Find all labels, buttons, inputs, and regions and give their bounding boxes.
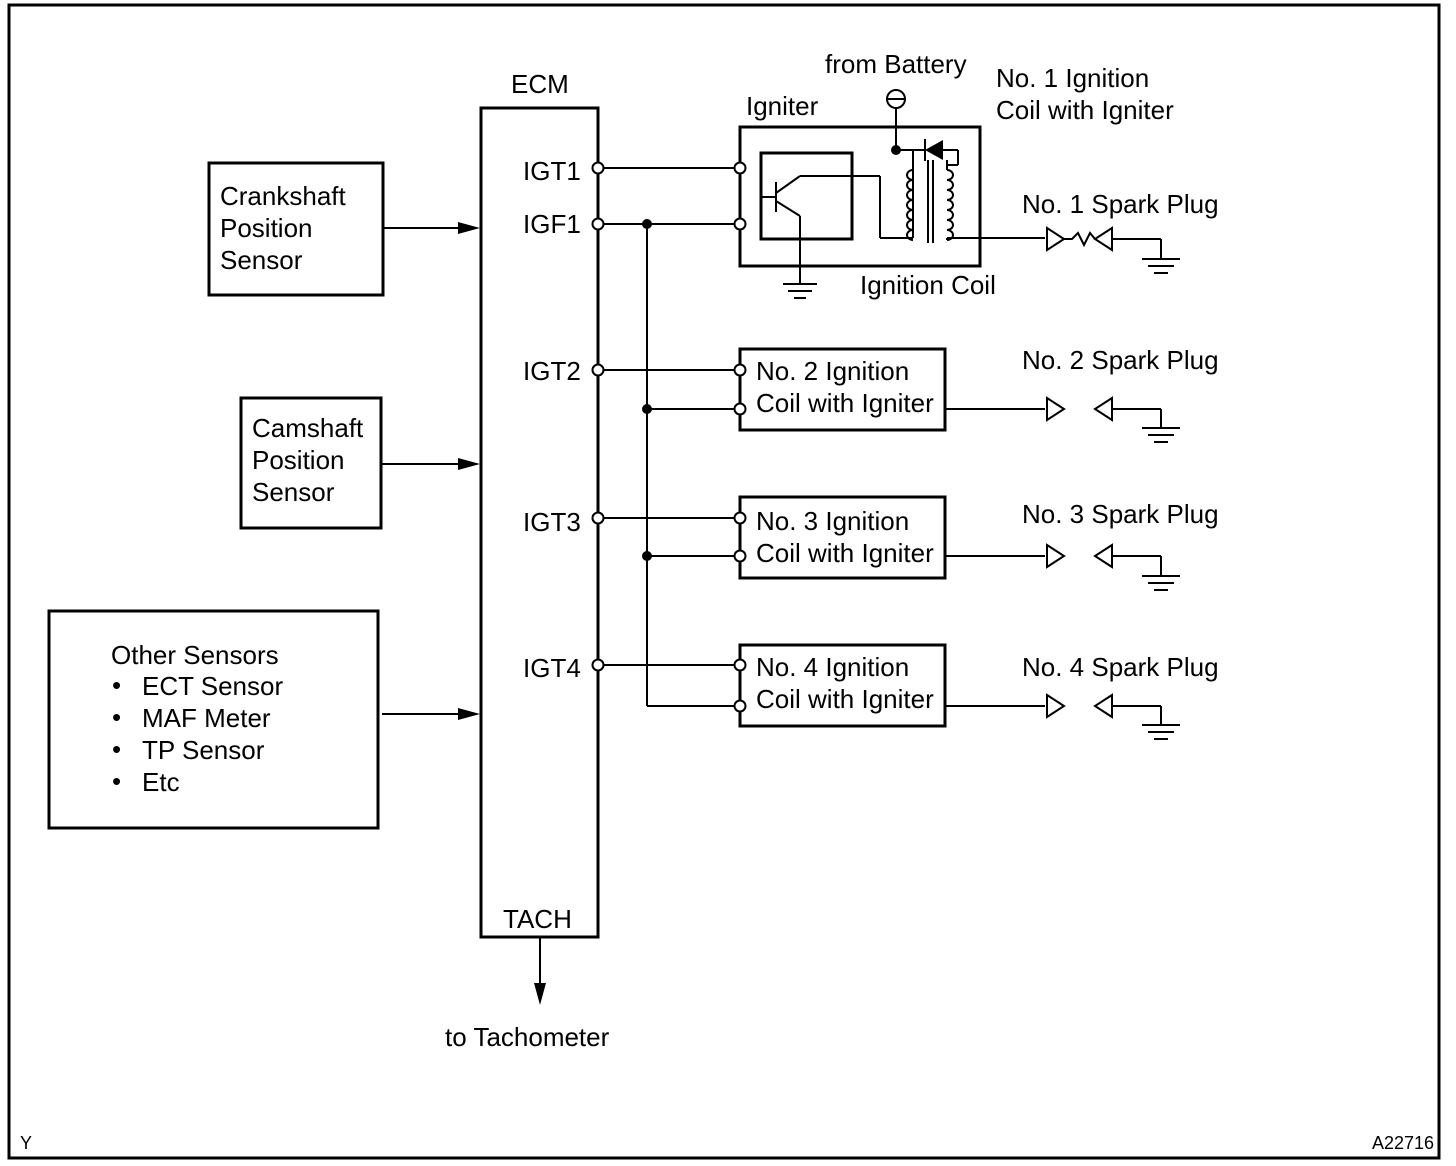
spark-plug-2: No. 2 Spark Plug	[1022, 345, 1219, 443]
ecm-pin-igt2: IGT2	[523, 356, 581, 386]
ecm-pin-igt1: IGT1	[523, 156, 581, 186]
crankshaft-sensor: Crankshaft Position Sensor	[207, 161, 385, 297]
coil2-label-line2: Coil with Igniter	[756, 388, 934, 418]
bullet-icon: •	[112, 670, 121, 700]
other-sensor-maf: MAF Meter	[142, 703, 271, 733]
coil3-label-line2: Coil with Igniter	[756, 538, 934, 568]
ground-icon	[783, 265, 817, 299]
spark-gap-icon	[1093, 396, 1113, 422]
spark-gap-icon	[1046, 226, 1066, 252]
other-sensors-signal-arrow	[382, 708, 480, 720]
junction-dot	[642, 404, 652, 414]
coil4-label-line2: Coil with Igniter	[756, 684, 934, 714]
camshaft-label-line1: Camshaft	[252, 413, 364, 443]
diagram-frame	[7, 3, 1441, 1160]
spark-plug-3: No. 3 Spark Plug	[1022, 499, 1219, 591]
crankshaft-label-line3: Sensor	[220, 245, 303, 275]
coil4-label-line1: No. 4 Ignition	[756, 652, 909, 682]
battery-terminal-icon	[886, 89, 906, 109]
ecm-title: ECM	[511, 69, 569, 99]
spark-plug-4: No. 4 Spark Plug	[1022, 652, 1219, 740]
other-sensor-tp: TP Sensor	[142, 735, 265, 765]
battery-label: from Battery	[825, 49, 967, 79]
bullet-icon: •	[112, 766, 121, 796]
diode-icon	[896, 139, 959, 166]
spark-gap-icon	[1046, 543, 1066, 569]
coil4-assembly: No. 4 Ignition Coil with Igniter	[733, 643, 1045, 728]
junction-dot	[642, 219, 652, 229]
ecm-tach-label: TACH	[503, 904, 572, 934]
coil1-title-line2: Coil with Igniter	[996, 95, 1174, 125]
camshaft-label-line2: Position	[252, 445, 345, 475]
ecm-pin-igt3: IGT3	[523, 507, 581, 537]
primary-coil-icon	[906, 167, 914, 241]
spark-gap-icon	[1093, 693, 1113, 719]
coil1-assembly: Igniter from Battery No. 1 Ignition Coil…	[733, 49, 1174, 300]
tachometer-label: to Tachometer	[445, 1022, 610, 1052]
crankshaft-label-line2: Position	[220, 213, 313, 243]
spark-plug-1: No. 1 Spark Plug	[1022, 189, 1219, 274]
coil2-label-line1: No. 2 Ignition	[756, 356, 909, 386]
bullet-icon: •	[112, 734, 121, 764]
coil1-title-line1: No. 1 Ignition	[996, 63, 1149, 93]
other-sensor-ect: ECT Sensor	[142, 671, 283, 701]
other-sensors-title: Other Sensors	[111, 640, 279, 670]
ignition-coil-label: Ignition Coil	[860, 270, 996, 300]
spark-plug-4-label: No. 4 Spark Plug	[1022, 652, 1219, 682]
signal-wiring	[598, 167, 740, 707]
crankshaft-label-line1: Crankshaft	[220, 181, 346, 211]
camshaft-signal-arrow	[381, 458, 480, 470]
ground-icon	[1142, 409, 1180, 443]
bullet-icon: •	[112, 702, 121, 732]
ecm-pin-igf1: IGF1	[523, 209, 581, 239]
ecm-pin-igt4: IGT4	[523, 653, 581, 683]
camshaft-sensor: Camshaft Position Sensor	[239, 396, 383, 530]
other-sensor-etc: Etc	[142, 767, 180, 797]
ground-icon	[1142, 556, 1180, 591]
transistor-icon	[762, 175, 880, 265]
coil3-label-line1: No. 3 Ignition	[756, 506, 909, 536]
figure-code: A22716	[1372, 1133, 1434, 1153]
coil2-assembly: No. 2 Ignition Coil with Igniter	[733, 347, 1045, 432]
spark-plug-1-label: No. 1 Spark Plug	[1022, 189, 1219, 219]
spark-gap-icon	[1093, 226, 1113, 252]
spark-gap-icon	[1046, 693, 1066, 719]
tach-output-arrow	[534, 938, 546, 1005]
camshaft-label-line3: Sensor	[252, 477, 335, 507]
spark-plug-2-label: No. 2 Spark Plug	[1022, 345, 1219, 375]
ground-icon	[1142, 239, 1180, 274]
junction-dot	[642, 551, 652, 561]
spark-plug-3-label: No. 3 Spark Plug	[1022, 499, 1219, 529]
ground-icon	[1142, 706, 1180, 740]
corner-code-left: Y	[20, 1133, 32, 1153]
other-sensors: Other Sensors • ECT Sensor • MAF Meter •…	[47, 609, 380, 830]
coil3-assembly: No. 3 Ignition Coil with Igniter	[733, 495, 1045, 580]
ecm-terminals	[591, 161, 605, 672]
ecm-block: ECM IGT1 IGF1 IGT2 IGT3 IGT4 TACH	[479, 69, 600, 939]
crankshaft-signal-arrow	[383, 222, 480, 234]
spark-gap-icon	[1093, 543, 1113, 569]
spark-gap-icon	[1046, 396, 1066, 422]
igniter-label: Igniter	[746, 91, 819, 121]
